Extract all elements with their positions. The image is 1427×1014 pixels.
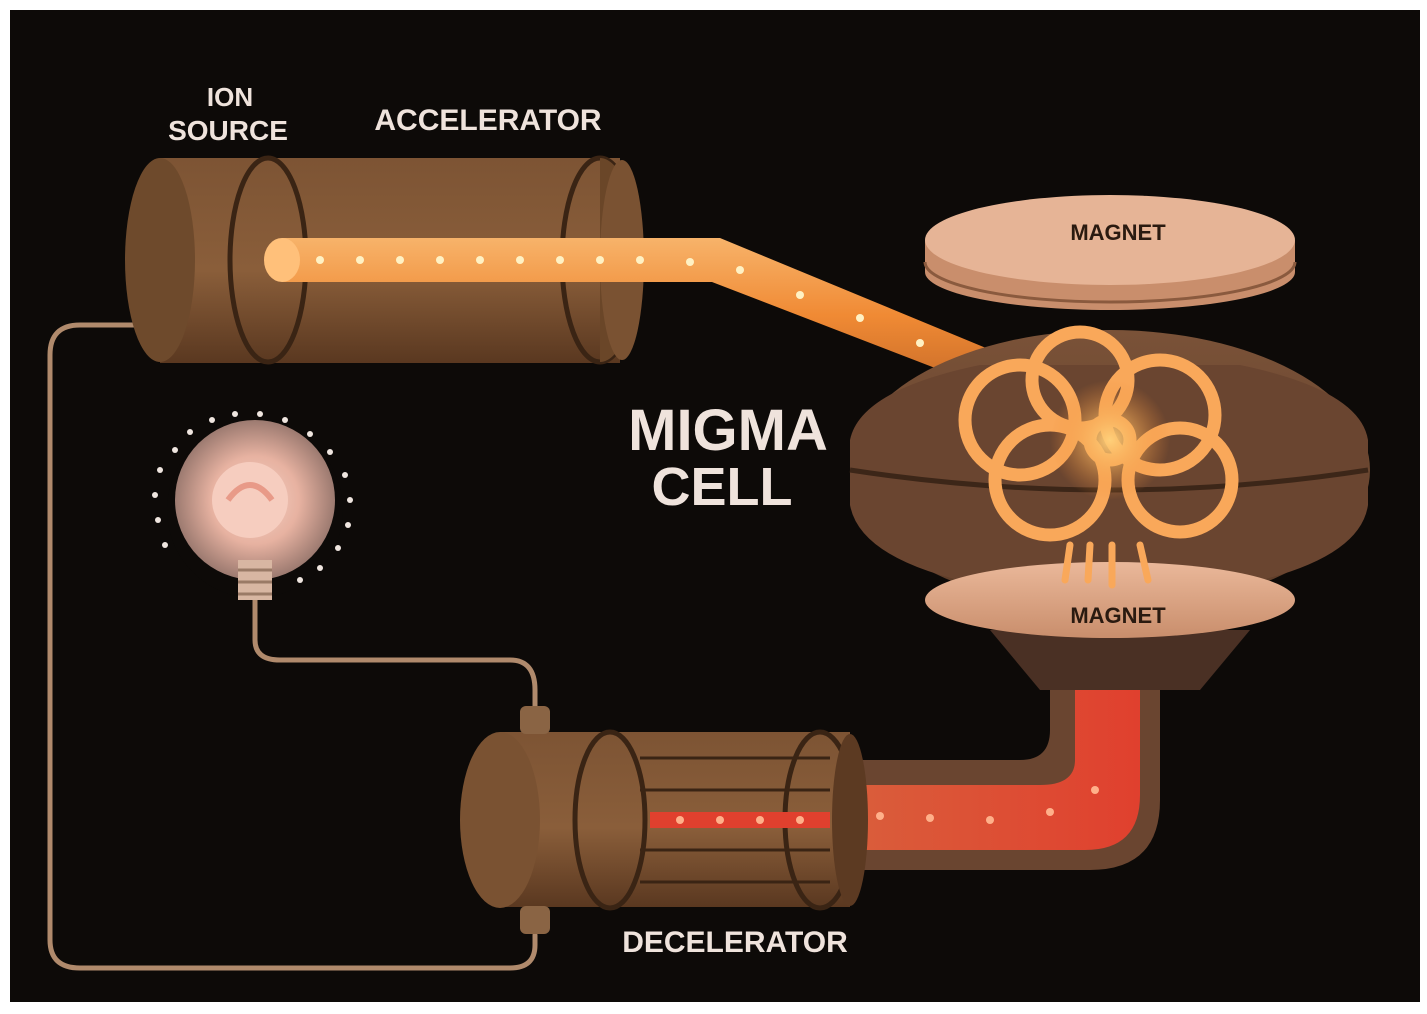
label-accelerator: ACCELERATOR <box>374 104 602 137</box>
label-ion-source-line1: ION <box>207 82 253 112</box>
label-ion-source-line2: SOURCE <box>168 115 288 146</box>
label-magnet-top: MAGNET <box>1070 220 1166 245</box>
label-decelerator: DECELERATOR <box>622 926 848 959</box>
label-migma-line1: MIGMA <box>628 398 828 463</box>
label-migma-line2: CELL <box>652 457 793 517</box>
label-magnet-bottom: MAGNET <box>1070 603 1166 628</box>
orbit-core-glow <box>1050 380 1170 500</box>
decelerator-cylinder <box>460 706 868 934</box>
